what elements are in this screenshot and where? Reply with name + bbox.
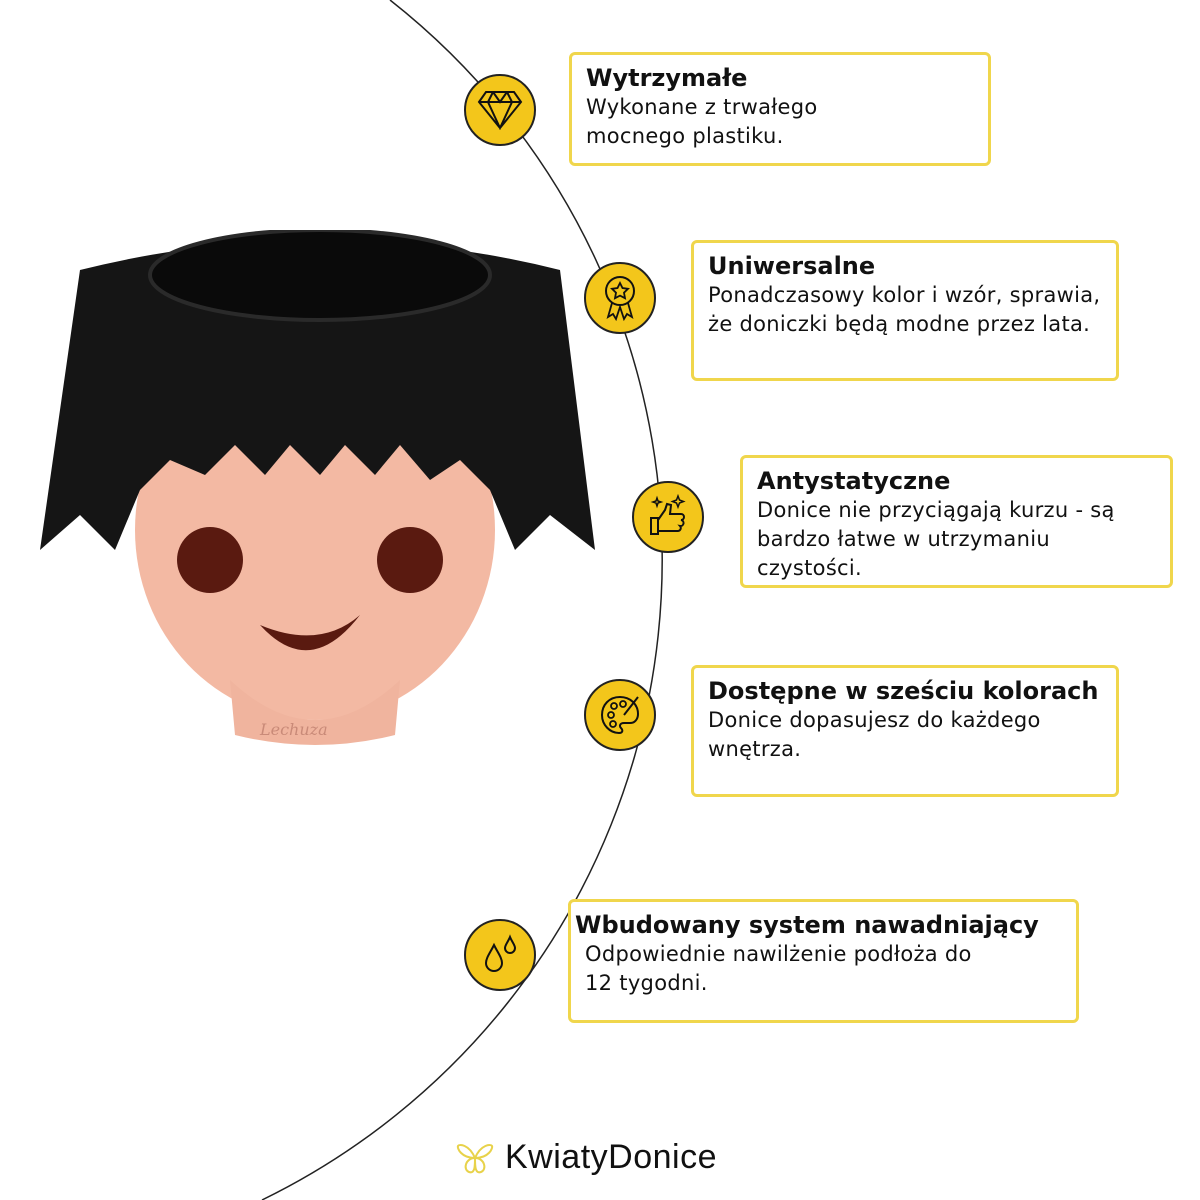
feature-title: Dostępne w sześciu kolorach bbox=[708, 677, 1099, 705]
diamond-icon bbox=[464, 74, 536, 146]
feature-text: Ponadczasowy kolor i wzór, sprawia, że d… bbox=[708, 283, 1101, 336]
brand-logo: KwiatyDonice bbox=[455, 1138, 717, 1177]
feature-title: Uniwersalne bbox=[708, 252, 876, 280]
water-drops-icon bbox=[464, 919, 536, 991]
thumbs-up-sparkle-icon bbox=[632, 481, 704, 553]
brand-mark: Lechuza bbox=[259, 720, 328, 739]
feature-title: Wbudowany system nawadniający bbox=[575, 911, 1039, 939]
feature-card-irrigation: Wbudowany system nawadniający Odpowiedni… bbox=[568, 899, 1079, 1023]
feature-text: Odpowiednie nawilżenie podłoża do 12 tyg… bbox=[585, 942, 972, 995]
feature-title: Antystatyczne bbox=[757, 467, 951, 495]
feature-card-antistatic: Antystatyczne Donice nie przyciągają kur… bbox=[740, 455, 1173, 588]
feature-card-universal: Uniwersalne Ponadczasowy kolor i wzór, s… bbox=[691, 240, 1119, 381]
feature-text: Wykonane z trwałego mocnego plastiku. bbox=[586, 95, 818, 148]
feature-card-colors: Dostępne w sześciu kolorach Donice dopas… bbox=[691, 665, 1119, 797]
award-icon bbox=[584, 262, 656, 334]
feature-card-durable: Wytrzymałe Wykonane z trwałego mocnego p… bbox=[569, 52, 991, 166]
product-image-pot: Lechuza bbox=[40, 230, 595, 745]
logo-text: KwiatyDonice bbox=[505, 1138, 717, 1176]
palette-icon bbox=[584, 679, 656, 751]
feature-text: Donice dopasujesz do każdego wnętrza. bbox=[708, 708, 1041, 761]
butterfly-icon bbox=[456, 1143, 494, 1173]
feature-title: Wytrzymałe bbox=[586, 64, 748, 92]
feature-text: Donice nie przyciągają kurzu - są bardzo… bbox=[757, 498, 1115, 580]
